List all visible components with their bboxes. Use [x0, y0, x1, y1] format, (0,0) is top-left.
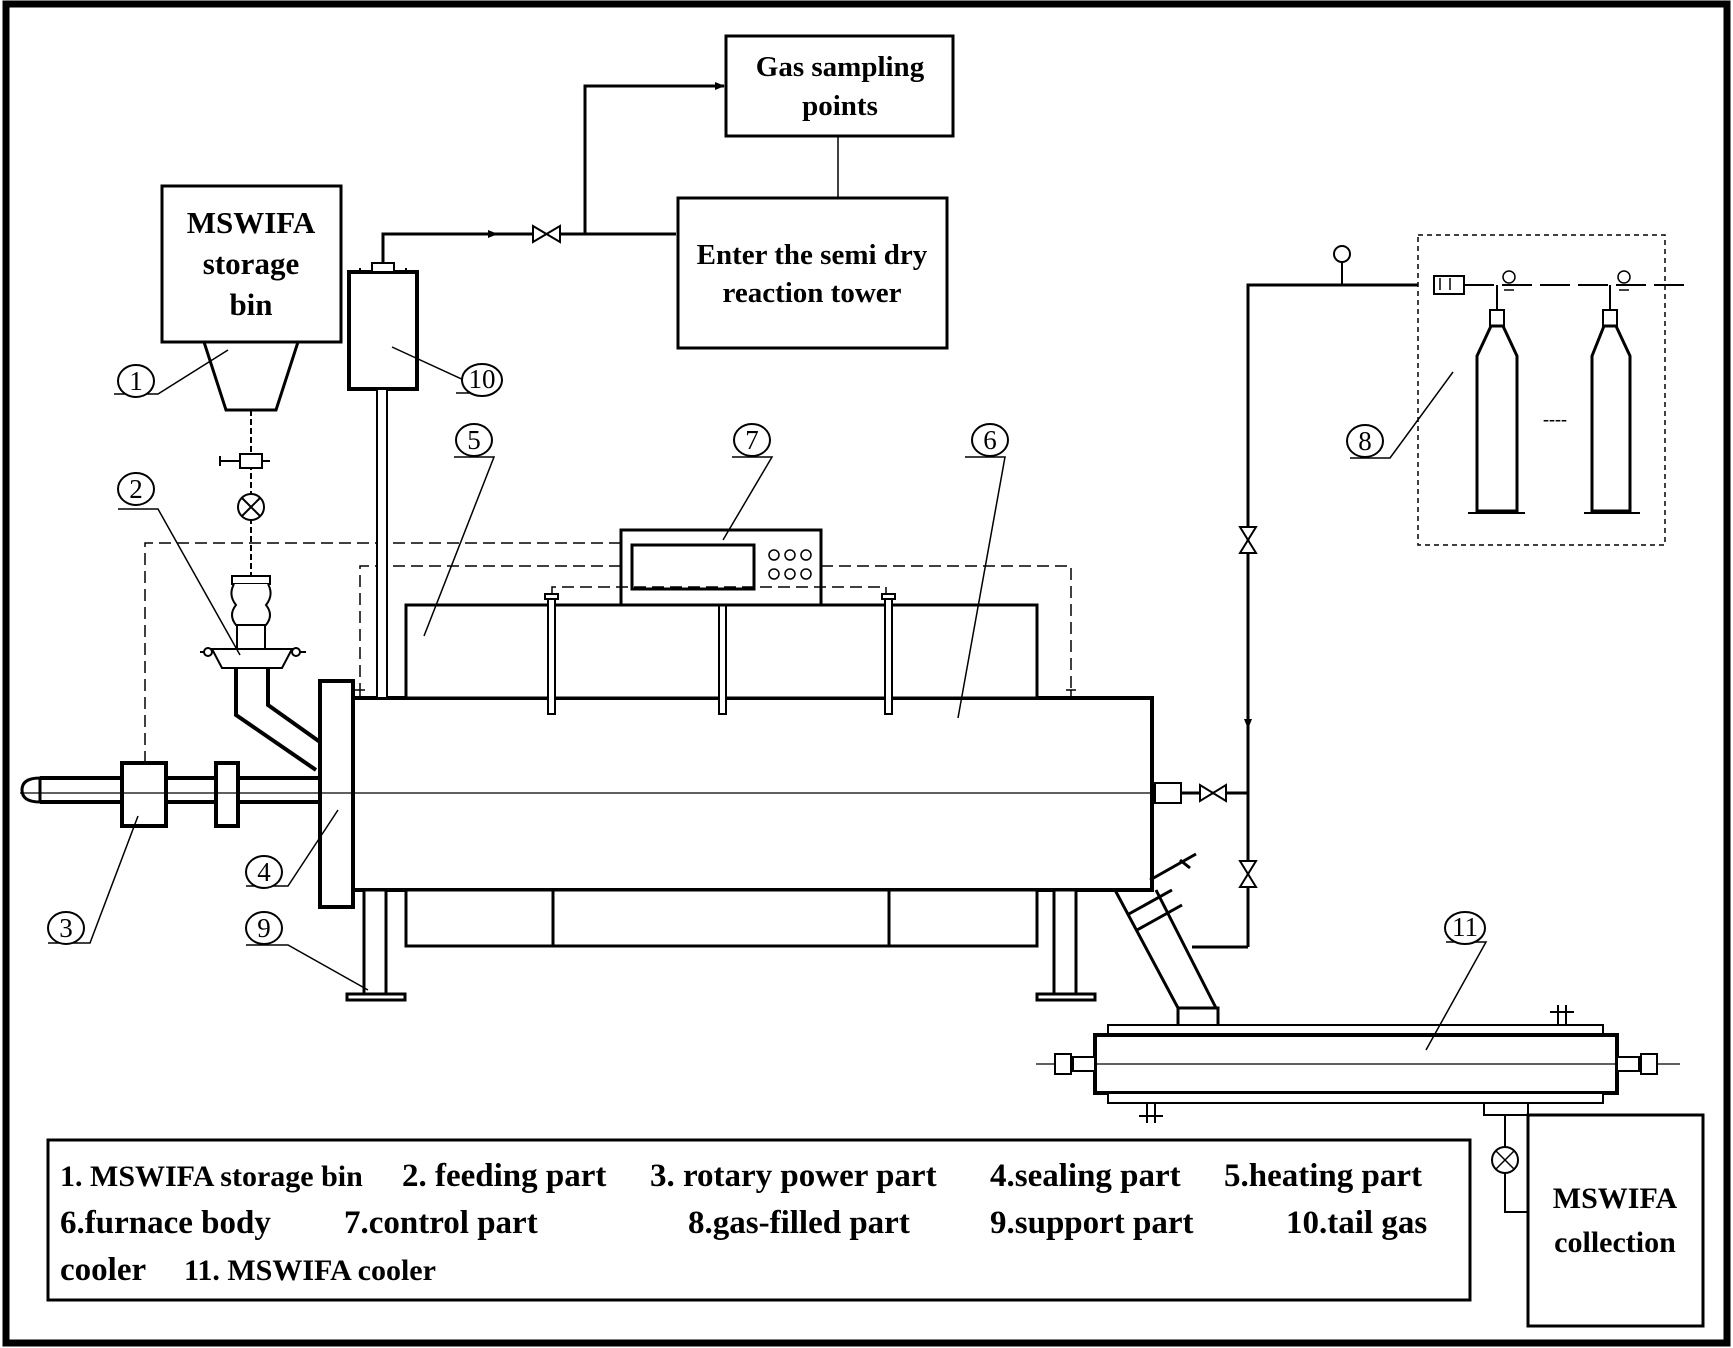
storage-bin-line2: storage: [203, 246, 299, 281]
sensor-ticks: [355, 689, 1076, 698]
svg-text:2: 2: [129, 474, 143, 504]
svg-text:11: 11: [1452, 912, 1478, 942]
furnace-body: [351, 696, 1154, 892]
marker-2: 2: [117, 472, 155, 506]
marker-7: 7: [733, 423, 771, 457]
legend: 1. MSWIFA storage bin 2. feeding part 3.…: [46, 1138, 1472, 1302]
sealing-flange: [318, 679, 355, 909]
thermocouples: [544, 593, 896, 715]
marker-1: 1: [117, 364, 155, 398]
supports: [345, 888, 1097, 1002]
rotary-shaft: [20, 761, 320, 828]
collection-box: MSWIFA collection: [1526, 1113, 1705, 1328]
legend-item-11: 11. MSWIFA cooler: [184, 1254, 436, 1287]
svg-text:9: 9: [257, 913, 271, 943]
mswifa-cooler: [1036, 1005, 1680, 1213]
gas-supply-line: [1153, 245, 1418, 949]
svg-text:3: 3: [59, 913, 73, 943]
feed-pipe: [234, 668, 322, 772]
svg-text:10: 10: [469, 364, 496, 394]
gas-outlet-line: [381, 82, 725, 263]
marker-5: 5: [455, 423, 493, 457]
reaction-tower-line1: Enter the semi dry: [697, 239, 928, 271]
control-wiring: [144, 542, 1072, 763]
marker-10: 10: [461, 363, 503, 397]
svg-text:5: 5: [467, 425, 481, 455]
gas-sampling-line2: points: [802, 90, 878, 122]
legend-item-3: 3. rotary power part: [650, 1158, 937, 1194]
tail-gas-cooler: [347, 262, 419, 699]
reaction-tower-box: Enter the semi dry reaction tower: [676, 196, 949, 350]
collection-line2: collection: [1554, 1226, 1676, 1259]
gas-cylinders-group: ----: [1417, 234, 1690, 546]
legend-item-1: 1. MSWIFA storage bin: [60, 1160, 363, 1193]
storage-bin-line3: bin: [229, 287, 272, 322]
storage-bin-hopper: [201, 340, 301, 412]
marker-6: 6: [971, 423, 1009, 457]
cylinder-ellipsis: ----: [1543, 409, 1567, 429]
storage-bin-line1: MSWIFA: [187, 205, 316, 240]
gas-valves: [1154, 526, 1258, 888]
marker-4: 4: [245, 855, 283, 889]
marker-3: 3: [47, 911, 85, 945]
heating-bottom: [404, 888, 1039, 948]
legend-item-9: 9.support part: [990, 1205, 1194, 1241]
svg-text:6: 6: [983, 425, 997, 455]
legend-item-5: 5.heating part: [1224, 1158, 1422, 1194]
legend-item-6: 6.furnace body: [60, 1205, 271, 1241]
svg-text:8: 8: [1358, 426, 1372, 456]
discharge-pipe: [1112, 852, 1220, 1028]
legend-item-4: 4.sealing part: [990, 1158, 1181, 1194]
marker-8: 8: [1346, 424, 1384, 458]
legend-item-10-cont: cooler: [60, 1252, 146, 1288]
svg-text:7: 7: [745, 425, 759, 455]
legend-item-2: 2. feeding part: [402, 1158, 606, 1194]
legend-item-7: 7.control part: [344, 1205, 538, 1241]
legend-box: [46, 1138, 1472, 1302]
storage-bin: MSWIFA storage bin: [160, 184, 343, 412]
reaction-tower-line2: reaction tower: [722, 277, 901, 309]
collection-line1: MSWIFA: [1553, 1182, 1678, 1215]
marker-9: 9: [245, 911, 283, 945]
gas-sampling-box: Gas sampling points: [724, 34, 955, 138]
control-box: [619, 528, 823, 607]
feed-column: [200, 410, 306, 669]
svg-text:1: 1: [129, 366, 143, 396]
gas-sampling-line1: Gas sampling: [756, 51, 925, 83]
svg-text:4: 4: [257, 857, 271, 887]
marker-11: 11: [1444, 911, 1486, 945]
legend-item-10: 10.tail gas: [1286, 1205, 1427, 1241]
legend-item-8: 8.gas-filled part: [688, 1205, 910, 1241]
